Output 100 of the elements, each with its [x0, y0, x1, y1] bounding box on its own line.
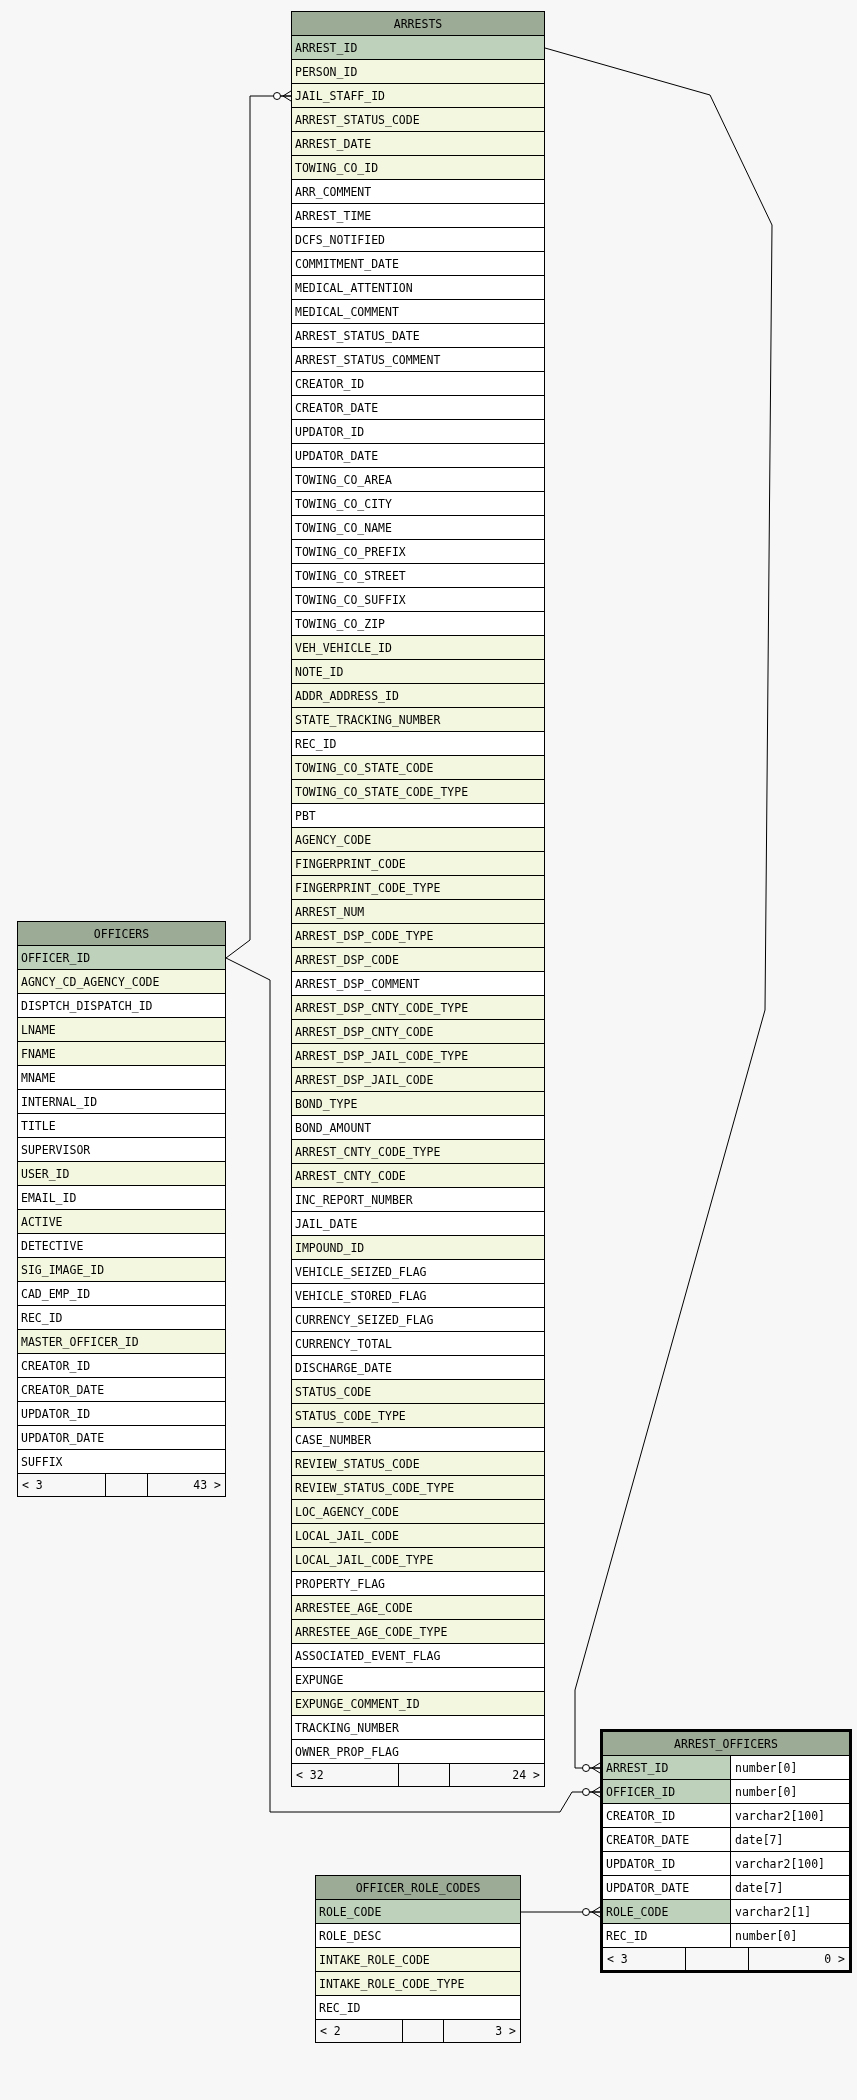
column-name: TOWING_CO_STREET	[294, 568, 406, 583]
table-row	[292, 756, 544, 780]
table-row	[292, 1716, 544, 1740]
table-row	[603, 1780, 849, 1804]
table-row	[292, 660, 544, 684]
column-name: EMAIL_ID	[20, 1190, 77, 1205]
column-name: DISPTCH_DISPATCH_ID	[20, 998, 153, 1013]
column-name: MASTER_OFFICER_ID	[20, 1334, 139, 1349]
table-row	[316, 1948, 520, 1972]
table-row	[316, 1972, 520, 1996]
column-name: BOND_AMOUNT	[294, 1120, 372, 1135]
table-row	[292, 1620, 544, 1644]
column-name: ARREST_STATUS_COMMENT	[294, 352, 441, 367]
column-name: ADDR_ADDRESS_ID	[294, 688, 399, 703]
column-name: ARREST_STATUS_DATE	[294, 328, 420, 343]
table-row	[292, 1020, 544, 1044]
table-row	[603, 1828, 849, 1852]
table-row	[292, 1164, 544, 1188]
column-name: ARRESTEE_AGE_CODE_TYPE	[294, 1624, 448, 1639]
table-row	[292, 684, 544, 708]
table-row	[18, 946, 225, 970]
column-name: DISCHARGE_DATE	[294, 1360, 392, 1375]
column-name: TOWING_CO_NAME	[294, 520, 392, 535]
table-row	[292, 1308, 544, 1332]
table-row	[292, 516, 544, 540]
table-row	[292, 1476, 544, 1500]
table-row	[292, 1212, 544, 1236]
parent-count: < 2	[316, 2020, 403, 2042]
table-row	[292, 252, 544, 276]
data-type: number[0]	[731, 1780, 849, 1803]
table-row	[292, 1188, 544, 1212]
column-name: REVIEW_STATUS_CODE_TYPE	[294, 1480, 455, 1495]
column-name: ARREST_DSP_CNTY_CODE_TYPE	[294, 1000, 469, 1015]
table-row	[18, 1234, 225, 1258]
table-row	[292, 132, 544, 156]
table-row	[18, 1162, 225, 1186]
column-name: UPDATOR_ID	[20, 1406, 91, 1421]
column-name: ARR_COMMENT	[294, 184, 372, 199]
table-row	[292, 36, 544, 60]
column-name: ARREST_DSP_JAIL_CODE_TYPE	[294, 1048, 469, 1063]
column-name: ROLE_DESC	[318, 1928, 382, 1943]
column-name: JAIL_DATE	[294, 1216, 358, 1231]
table-row	[292, 732, 544, 756]
table-row	[292, 1452, 544, 1476]
column-name: SUPERVISOR	[20, 1142, 91, 1157]
column-name: TOWING_CO_STATE_CODE_TYPE	[294, 784, 469, 799]
column-name: CAD_EMP_ID	[20, 1286, 91, 1301]
column-name: STATUS_CODE	[294, 1384, 372, 1399]
column-name: INTAKE_ROLE_CODE	[318, 1952, 430, 1967]
column-name: SIG_IMAGE_ID	[20, 1262, 105, 1277]
table-row	[292, 1548, 544, 1572]
relationship-line	[225, 90, 292, 959]
table-row	[18, 1018, 225, 1042]
column-name: TITLE	[20, 1118, 56, 1133]
table-row	[18, 1306, 225, 1330]
parent-count: < 3	[18, 1474, 106, 1496]
table-row	[292, 1668, 544, 1692]
table-row	[18, 1186, 225, 1210]
column-name: CASE_NUMBER	[294, 1432, 372, 1447]
column-name: CURRENCY_TOTAL	[294, 1336, 392, 1351]
table-row	[292, 948, 544, 972]
column-name: UPDATOR_DATE	[294, 448, 379, 463]
column-name: AGENCY_CODE	[294, 832, 372, 847]
table-row	[603, 1852, 849, 1876]
column-name: MEDICAL_COMMENT	[294, 304, 399, 319]
table-row	[603, 1756, 849, 1780]
child-count: 24 >	[511, 1767, 541, 1784]
column-name: FNAME	[20, 1046, 56, 1061]
table-row	[18, 1330, 225, 1354]
table-row	[603, 1876, 849, 1900]
child-count: 43 >	[192, 1477, 222, 1494]
table-row	[18, 1426, 225, 1450]
column-name: ARRESTEE_AGE_CODE	[294, 1600, 413, 1615]
column-name: ASSOCIATED_EVENT_FLAG	[294, 1648, 441, 1663]
table-row	[18, 1210, 225, 1234]
column-name: LNAME	[20, 1022, 56, 1037]
table-row	[292, 996, 544, 1020]
column-name: OWNER_PROP_FLAG	[294, 1744, 399, 1759]
column-name: BOND_TYPE	[294, 1096, 358, 1111]
child-count: 3 >	[494, 2023, 517, 2040]
table-row	[292, 1356, 544, 1380]
table-row	[292, 1644, 544, 1668]
column-name: TOWING_CO_SUFFIX	[294, 592, 406, 607]
table-row	[292, 636, 544, 660]
table-row	[292, 540, 544, 564]
table-row	[292, 156, 544, 180]
table-row	[292, 1572, 544, 1596]
table-row	[18, 1282, 225, 1306]
table-row	[18, 994, 225, 1018]
table-row	[292, 780, 544, 804]
table-row	[292, 372, 544, 396]
child-count: 0 >	[823, 1951, 846, 1968]
column-name: ARREST_ID	[294, 40, 358, 55]
table-row	[292, 1332, 544, 1356]
column-name: COMMITMENT_DATE	[294, 256, 399, 271]
column-name: INTAKE_ROLE_CODE_TYPE	[318, 1976, 465, 1991]
table-row	[292, 180, 544, 204]
table-row	[292, 396, 544, 420]
database-table	[291, 11, 545, 1787]
table-row	[292, 228, 544, 252]
